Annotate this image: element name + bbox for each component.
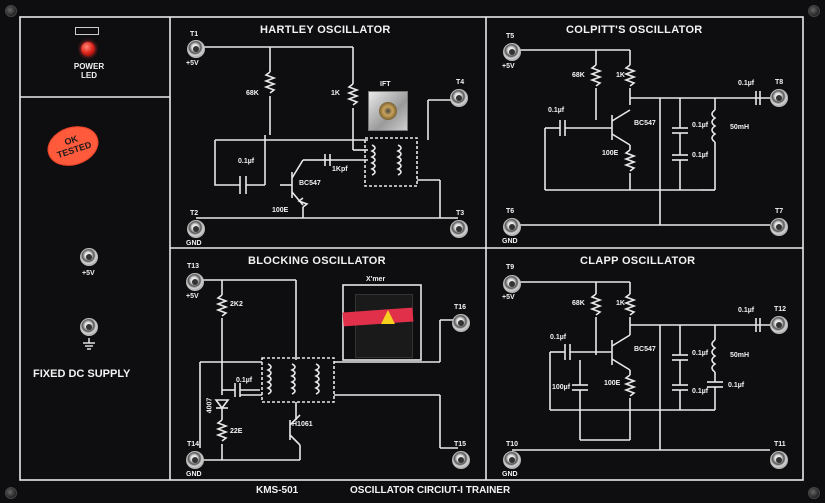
t14-sub-label: GND — [186, 471, 202, 478]
ift-transformer[interactable] — [368, 91, 408, 131]
terminal-t5[interactable] — [503, 43, 521, 61]
terminal-t9[interactable] — [503, 275, 521, 293]
hartley-r3-label: 100E — [272, 207, 289, 214]
t2-label: T2 — [190, 210, 199, 217]
t6-sub-label: GND — [502, 238, 518, 245]
t13-sub-label: +5V — [186, 293, 199, 300]
clapp-r1-label: 68K — [572, 300, 585, 307]
ground-icon — [83, 338, 95, 350]
t1-label: T1 — [190, 31, 199, 38]
colpitt-title: COLPITT'S OSCILLATOR — [566, 24, 703, 36]
xmer-label: X'mer — [366, 276, 386, 283]
clapp-c5-label: 0.1µf — [728, 382, 745, 389]
terminal-t13[interactable] — [186, 273, 204, 291]
hartley-c1-label: 0.1µf — [238, 158, 255, 165]
trainer-title: OSCILLATOR CIRCIUT-I TRAINER — [350, 485, 511, 496]
colpitt-c2-label: 0.1µf — [692, 122, 709, 129]
t14-label: T14 — [187, 441, 200, 448]
colpitt-r2-label: 1K — [616, 72, 625, 79]
supply-5v-label: +5V — [82, 270, 95, 277]
colpitt-r1-label: 68K — [572, 72, 585, 79]
t13-label: T13 — [187, 263, 200, 270]
colpitt-inductor-label: 50mH — [730, 124, 750, 131]
t4-label: T4 — [456, 79, 465, 86]
ift-label: IFT — [380, 81, 391, 88]
clapp-r3-label: 100E — [604, 380, 621, 387]
power-led-label-line1: POWER — [73, 62, 105, 71]
model-number: KMS-501 — [256, 485, 299, 496]
t8-label: T8 — [775, 79, 784, 86]
led-slot — [75, 27, 99, 35]
terminal-t2[interactable] — [187, 220, 205, 238]
t6-label: T6 — [506, 208, 515, 215]
terminal-t16[interactable] — [452, 314, 470, 332]
t11-label: T11 — [774, 441, 786, 448]
t2-sub-label: GND — [186, 240, 202, 247]
blocking-r2-label: 22E — [230, 428, 243, 435]
terminal-t7[interactable] — [770, 218, 788, 236]
screw-icon — [808, 5, 820, 17]
colpitt-c3-label: 0.1µf — [692, 152, 709, 159]
clapp-transistor-label: BC547 — [634, 346, 656, 353]
blocking-transistor-label: H1061 — [292, 421, 313, 428]
fixed-dc-supply-label: FIXED DC SUPPLY — [33, 368, 131, 380]
colpitt-transistor-label: BC547 — [634, 120, 656, 127]
supply-5v-terminal[interactable] — [80, 248, 98, 266]
power-led-icon — [81, 42, 95, 56]
xmer-transformer — [342, 286, 419, 360]
terminal-t3[interactable] — [450, 220, 468, 238]
clapp-r2-label: 1K — [616, 300, 625, 307]
t9-sub-label: +5V — [502, 294, 515, 301]
blocking-title: BLOCKING OSCILLATOR — [248, 255, 386, 267]
clapp-c4-label: 0.1µf — [692, 388, 709, 395]
t1-sub-label: +5V — [186, 60, 199, 67]
terminal-t11[interactable] — [770, 451, 788, 469]
power-led-label: POWER LED — [71, 62, 107, 80]
clapp-c2-label: 100µf — [552, 384, 571, 391]
t7-label: T7 — [775, 208, 784, 215]
t5-sub-label: +5V — [502, 63, 515, 70]
power-led-label-line2: LED — [81, 71, 97, 80]
terminal-t15[interactable] — [452, 451, 470, 469]
t9-label: T9 — [506, 264, 515, 271]
screw-icon — [5, 487, 17, 499]
t10-label: T10 — [506, 441, 519, 448]
terminal-t12[interactable] — [770, 316, 788, 334]
terminal-t6[interactable] — [503, 218, 521, 236]
supply-gnd-terminal[interactable] — [80, 318, 98, 336]
terminal-t14[interactable] — [186, 451, 204, 469]
terminal-t10[interactable] — [503, 451, 521, 469]
clapp-cout-label: 0.1µf — [738, 307, 755, 314]
terminal-t4[interactable] — [450, 89, 468, 107]
screw-icon — [808, 487, 820, 499]
blocking-r1-label: 2K2 — [230, 301, 243, 308]
t16-label: T16 — [454, 304, 467, 311]
hartley-r2-label: 1K — [331, 90, 340, 97]
hartley-c2-label: 1Kpf — [332, 166, 348, 173]
screw-icon — [5, 5, 17, 17]
colpitt-cout-label: 0.1µf — [738, 80, 755, 87]
hartley-title: HARTLEY OSCILLATOR — [260, 24, 391, 36]
terminal-t8[interactable] — [770, 89, 788, 107]
t5-label: T5 — [506, 33, 515, 40]
colpitt-r3-label: 100E — [602, 150, 619, 157]
clapp-title: CLAPP OSCILLATOR — [580, 255, 696, 267]
hartley-r1-label: 68K — [246, 90, 259, 97]
clapp-inductor-label: 50mH — [730, 352, 750, 359]
clapp-c1-label: 0.1µf — [550, 334, 567, 341]
hartley-transistor-label: BC547 — [299, 180, 321, 187]
terminal-t1[interactable] — [187, 40, 205, 58]
t12-label: T12 — [774, 306, 787, 313]
blocking-c1-label: 0.1µf — [236, 377, 253, 384]
clapp-c3-label: 0.1µf — [692, 350, 709, 357]
blocking-diode-label: 4007 — [206, 397, 214, 414]
t3-label: T3 — [456, 210, 465, 217]
t10-sub-label: GND — [502, 471, 518, 478]
t15-label: T15 — [454, 441, 467, 448]
colpitt-c1-label: 0.1µf — [548, 107, 565, 114]
